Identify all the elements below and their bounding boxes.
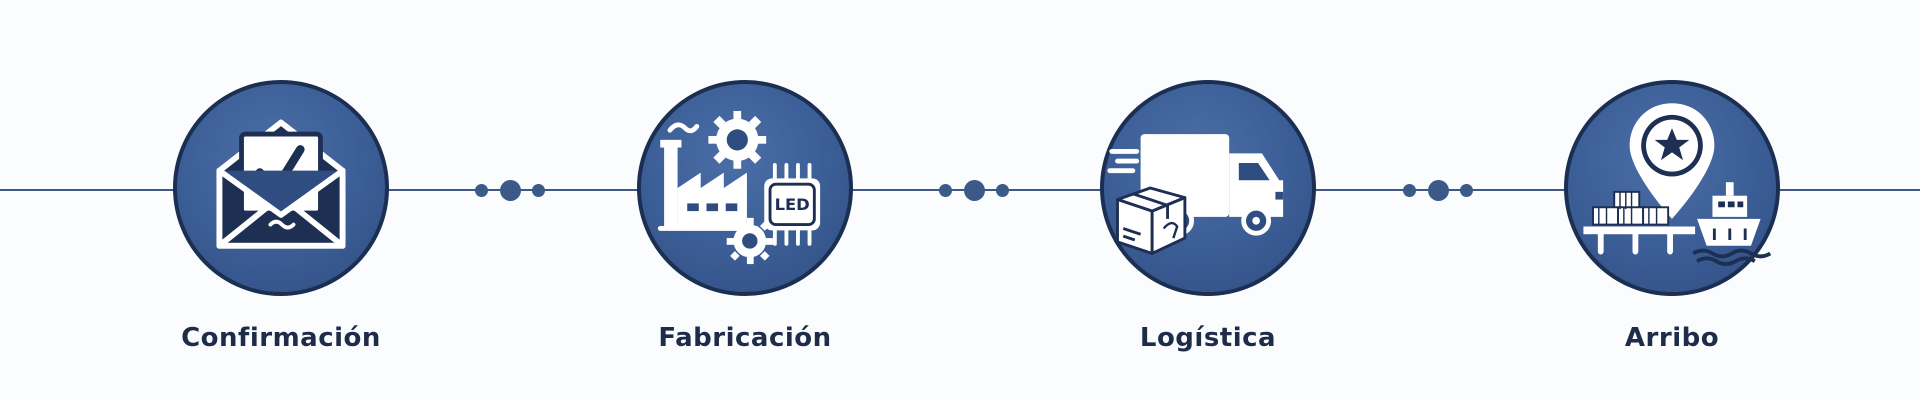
step-logistica-circle: [1100, 80, 1316, 296]
port-pin-ship-icon: [1583, 103, 1772, 266]
step-label: Confirmación: [181, 323, 381, 353]
truck-box-icon: [1107, 134, 1284, 255]
step-label: Arribo: [1624, 323, 1720, 353]
step-fabricacion-circle: LED: [637, 80, 853, 296]
connector-dot: [475, 183, 488, 197]
connector-dot: [939, 183, 952, 197]
factory-led-icon: LED: [657, 110, 821, 265]
led-chip-label: LED: [775, 195, 810, 214]
connector-dot: [1403, 183, 1416, 197]
connector-dot: [499, 179, 521, 201]
connector-dots: [1403, 179, 1473, 201]
step-label: Fabricación: [658, 323, 832, 353]
envelope-check-icon: [216, 119, 346, 249]
step-arribo-circle: [1564, 80, 1780, 296]
connector-dots: [475, 179, 545, 201]
step-label: Logística: [1139, 323, 1277, 353]
timeline-line: [0, 189, 1920, 191]
connector-dot: [963, 179, 985, 201]
connector-dot: [996, 183, 1009, 197]
connector-dot: [1460, 183, 1473, 197]
connector-dot: [1427, 179, 1449, 201]
step-confirmacion-circle: [173, 80, 389, 296]
connector-dot: [532, 183, 545, 197]
connector-dots: [939, 179, 1009, 201]
